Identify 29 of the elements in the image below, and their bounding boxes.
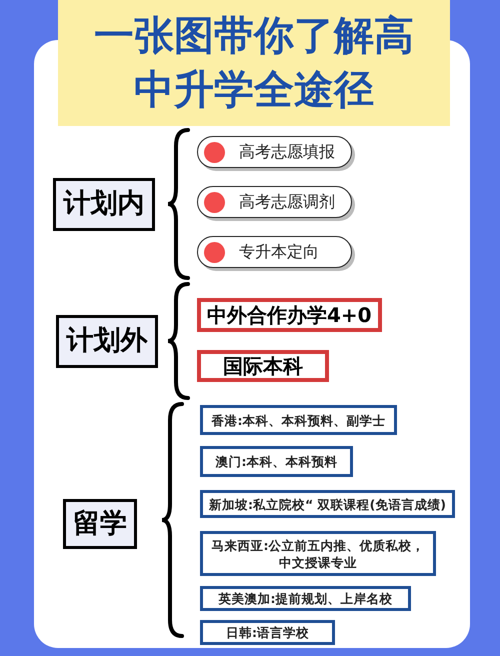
pill-box [197, 236, 352, 268]
option-box [200, 586, 411, 611]
category-box [63, 499, 137, 549]
category-box [56, 315, 158, 368]
node-label: 新加坡:私立院校“ 双联课程(免语言成绩) [209, 496, 446, 512]
pill-box [197, 186, 352, 218]
option-box [200, 620, 335, 645]
node-label: 留学 [73, 506, 127, 541]
category-box [53, 178, 155, 231]
node-label: 高考志愿调剂 [239, 191, 335, 213]
node-label: 专升本定向 [239, 241, 319, 263]
node-label: 马来西亚:公立前五内推、优质私校，中文授课专业 [210, 536, 426, 570]
node-label: 香港:本科、本科预料、副学士 [212, 412, 386, 428]
node-label: 国际本科 [223, 353, 303, 380]
node-label: 日韩:语言学校 [226, 624, 309, 641]
node-label: 计划外 [66, 324, 148, 358]
node-label: 中外合作办学4+0 [207, 302, 372, 329]
option-box [200, 405, 397, 435]
node-label: 计划内 [64, 187, 144, 222]
node-label: 澳门:本科、本科预料 [216, 453, 338, 470]
option-box [200, 531, 436, 576]
node-label: 高考志愿填报 [239, 141, 335, 163]
option-box [197, 350, 329, 382]
option-box [197, 298, 382, 332]
title: 一张图带你了解高中升学全途径 [94, 12, 414, 115]
option-box [200, 446, 353, 477]
option-box [200, 490, 455, 518]
node-label: 英美澳加:提前规划、上岸名校 [218, 590, 392, 607]
pill-box [197, 136, 352, 168]
